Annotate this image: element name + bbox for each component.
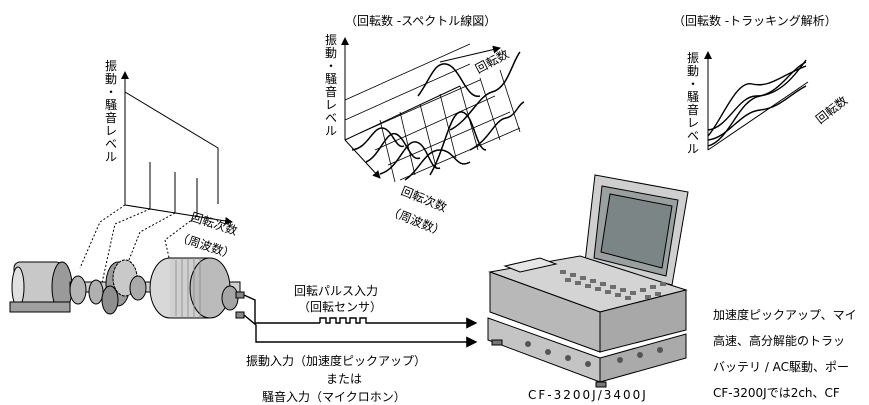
left-y-axis-label: 振動・騒音レベル [104, 59, 117, 164]
left-spectrum-plot [79, 71, 233, 293]
side-text-line-1: 加速度ピックアップ、マイ [713, 308, 857, 322]
rotating-machine [9, 257, 245, 319]
device-model-label: CF-3200J/3400J [528, 388, 648, 402]
side-text-line-3: バッテリ / AC駆動、ポー [713, 360, 850, 374]
right-y-axis-label: 振動・騒音レベル [686, 51, 699, 156]
tracking-chart-title: （回転数 -トラッキング解析） [673, 14, 837, 28]
vibration-input-label: 振動入力（加速度ピックアップ） [246, 354, 427, 368]
waterfall-plot [341, 37, 525, 183]
pulse-sensor-label: （回転センサ） [298, 300, 383, 314]
mid-y-axis-label: 振動・騒音レベル [324, 33, 337, 138]
sound-input-label: 騒音入力（マイクロホン） [262, 390, 406, 404]
side-text-line-2: 高速、高分解能のトラッ [713, 334, 846, 348]
tracking-plot [704, 51, 809, 151]
analyzer-device [487, 174, 689, 388]
pulse-input-label: 回転パルス入力 [294, 284, 379, 298]
signal-lines [243, 294, 478, 348]
spectrum-chart-title: （回転数 -スペクトル線図） [345, 14, 497, 28]
side-text-line-4: CF-3200Jでは2ch、CF [713, 386, 840, 400]
or-label: または [326, 372, 363, 386]
